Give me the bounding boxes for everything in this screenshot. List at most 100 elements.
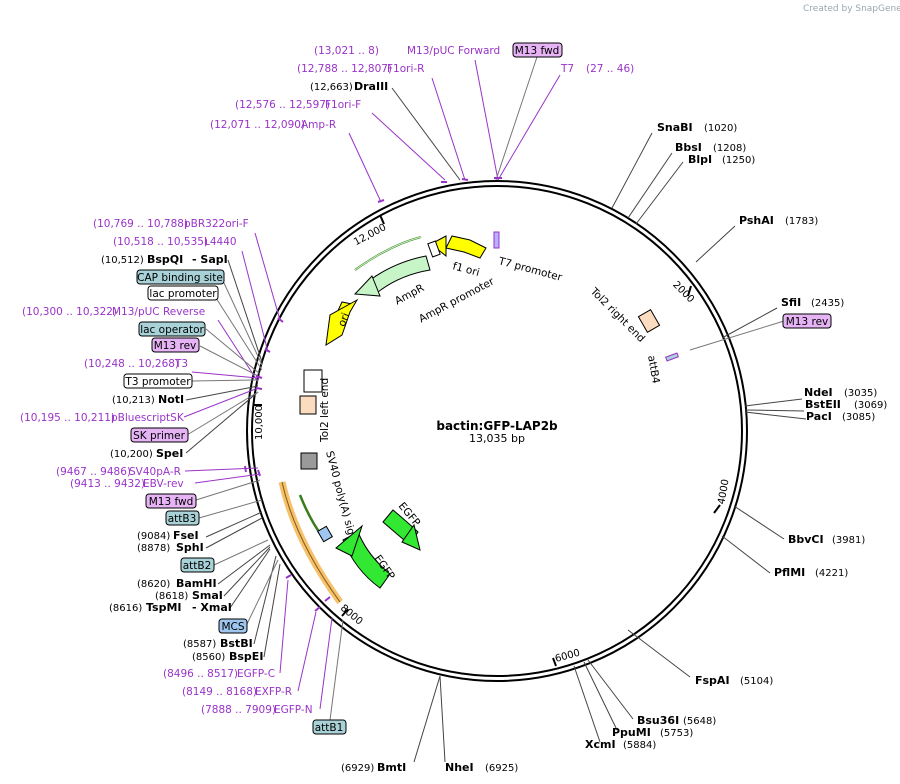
attb1-label: attB1 [315,722,344,734]
primer-pos-l4440: (10,518 .. 10,535) [113,236,208,248]
ori-label: ori [336,311,352,328]
mcs-box [218,618,248,634]
t7-promoter-feature [493,231,500,249]
enzyme-pos-spei: (10,200) [110,449,153,460]
t3-promoter-label: T3 promoter [124,376,191,388]
primer-pos-f1ori-f: (12,576 .. 12,597) [235,99,330,111]
enzyme-name-spei: SpeI [156,447,183,460]
primer-name-f1ori-f: F1ori-F [325,99,361,111]
primer-pos-egfp-n: (7888 .. 7909) [201,704,276,716]
enzyme-pos-bspqi: (10,512) [101,255,144,266]
t3-promoter-box [123,373,193,389]
enzyme-name-smai: SmaI [192,589,223,602]
attb2-label: attB2 [183,560,212,572]
tick-4000 [713,504,721,514]
enzyme-pos-ppumi: (5753) [660,728,693,739]
enzyme-pos-paci: (3085) [842,412,875,423]
tol2-right-end-feature [637,309,661,333]
m13-fwd-box-top [512,42,563,58]
primer-name-m13puc-forward: M13/pUC Forward [407,45,500,57]
m13-fwd-box-left-label: M13 fwd [149,496,194,508]
ori-arrow-body [325,298,359,346]
primer-name-f1ori-r: F1ori-R [387,63,424,75]
enzyme-pos-bsu36i: (5648) [683,716,716,727]
enzyme-name-blpi: BlpI [688,153,712,166]
enzyme-name-bmti: BmtI [377,761,406,774]
enzyme-pos-tspmi: (8616) [109,603,142,614]
enzyme-pos-blpi: (1250) [722,155,755,166]
enzyme-name-pflmi: PflMI [774,566,805,579]
enzyme-pos-noti: (10,213) [112,395,155,406]
sk-primer-label: SK primer [133,430,185,442]
enzyme-pos-bsteii: (3069) [854,400,887,411]
primer-name-pbr322ori-f: pBR322ori-F [184,218,249,230]
primer-pos-pbluescriptsk: (10,195 .. 10,211) [20,412,115,424]
enzyme-pos-pshai: (1783) [785,216,818,227]
primer-ticks [244,177,502,612]
primer-name-sv40pa-r: SV40pA-R [129,466,181,478]
box-leader-lines [186,56,785,721]
primer-name-egfp-c: EGFP-C [237,668,275,680]
primer-name-t3: T3 [174,358,188,370]
attb3-box [165,510,200,526]
enzyme-pos-ndei: (3035) [844,388,877,399]
primer-pos-pbr322ori-f: (10,769 .. 10,788) [93,218,188,230]
m13-fwd-box-top-label: M13 fwd [515,45,560,57]
tick-6000 [552,657,557,667]
f1-ori-label: f1 ori [451,260,481,279]
tol2-left-end-feature [299,395,317,415]
enzyme-pos-fspai: (5104) [740,676,773,687]
enzyme-pos-sphi: (8878) [137,543,170,554]
sk-primer-box [130,427,189,443]
primer-name-m13puc-reverse: M13/pUC Reverse [112,306,205,318]
enzyme-name-bamhi: BamHI [176,577,217,590]
primer-pos-egfp-c: (8496 .. 8517) [163,668,238,680]
primer-pos-ebv-rev: (9413 .. 9432) [70,478,145,490]
tick-label-10000: 10,000 [254,405,265,440]
enzyme-name-fspai: FspAI [695,674,730,687]
lac-cluster-feature [303,369,323,393]
enzyme-pos-draiii: (12,663) [310,82,353,93]
attb4-feature [665,352,679,362]
enzyme-name-snabi: SnaBI [657,121,693,134]
primer-pos-amp-r: (12,071 .. 12,090) [210,119,305,131]
egfp-arrow-2-head [401,523,421,551]
enzyme-pos-bmti: (6929) [341,763,374,774]
primer-name-amp-r: Amp-R [301,119,336,131]
backbone-outer [246,180,748,682]
lac-promoter-label: lac promoter [149,288,217,300]
enzyme-name-ndei: NdeI [804,386,833,399]
primer-pos-sv40pa-r: (9467 .. 9486) [56,466,131,478]
enzyme-name-bspei: BspEI [229,650,263,663]
mcs-label: MCS [221,621,244,633]
enzyme-name-sfii: SfiI [781,296,801,309]
f1-ori-arrow [445,235,487,259]
enzyme-name-bsu36i: Bsu36I [637,714,679,727]
enzyme-pos-bstbi: (8587) [183,639,216,650]
enzyme-pos-smai: (8618) [155,591,188,602]
lac-operator-label: lac operator [140,324,204,336]
egfp-primer-arrow [298,494,324,537]
tick-label-12000: 12,000 [352,222,388,248]
m13-rev-box-right-label: M13 rev [786,316,829,328]
t7-promoter-label: T7 promoter [496,255,564,284]
primer-name-pbluescriptsk: pBluescriptSK [111,412,185,424]
enzyme-name-fsei: FseI [173,529,199,542]
primer-pos-t7: (27 .. 46) [586,63,634,75]
enzyme-name-pshai: PshAI [739,214,774,227]
primer-pos-exfp-r: (8149 .. 8168) [182,686,257,698]
enzyme-name-ppumi: PpuMI [612,726,651,739]
enzyme-leader-lines [185,87,807,763]
primer-name-egfp-n: EGFP-N [274,704,313,716]
enzyme-extra-xmai: - XmaI [192,601,232,614]
top-labels: (13,021 .. 8) M13/pUC Forward (12,788 ..… [210,45,634,131]
primer-name-l4440: L4440 [204,236,237,248]
tick-2000 [687,285,692,297]
m13-rev-box-left [151,337,200,353]
primer-name-ebv-rev: EBV-rev [143,478,184,490]
attb2-box [180,557,215,573]
enzyme-pos-sfii: (2435) [811,298,844,309]
tick-8000 [341,608,349,617]
ampr-label: AmpR [393,282,426,307]
